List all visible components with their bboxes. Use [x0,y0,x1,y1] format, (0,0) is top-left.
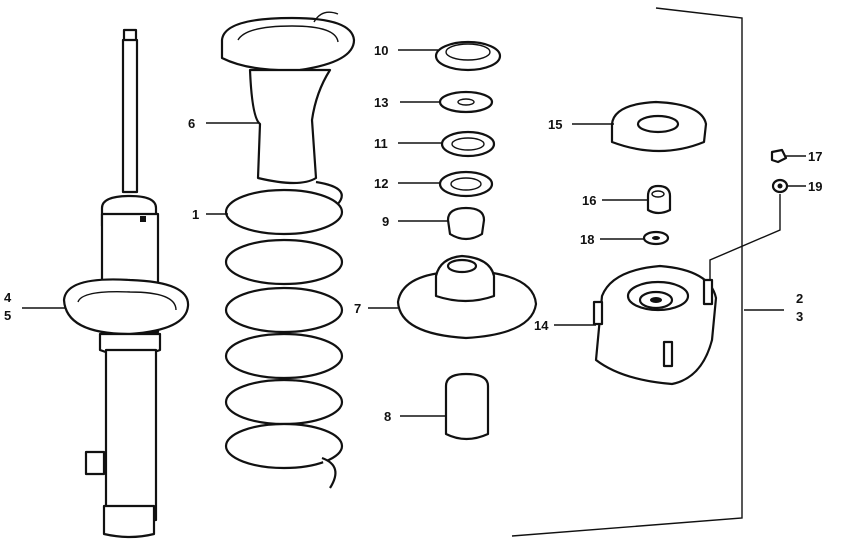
bump-stop-8 [444,372,490,441]
bearing-ring-10 [434,40,502,72]
label-8: 8 [384,409,391,424]
label-6: 6 [188,116,195,131]
thrust-bearing-11 [440,130,496,158]
part-labels: 6 1 4 5 7 8 10 13 11 12 9 15 16 18 14 2 … [4,43,822,424]
label-1: 1 [192,207,199,222]
label-4: 4 [4,290,12,305]
label-15: 15 [548,117,562,132]
label-12: 12 [374,176,388,191]
washer-18 [642,230,670,246]
label-16: 16 [582,193,596,208]
coil-spring [224,180,344,489]
label-7: 7 [354,301,361,316]
upper-mount-base-14 [592,264,718,386]
label-11: 11 [374,136,388,151]
washer-19 [771,178,789,194]
spring-seat-7 [396,254,538,340]
label-3: 3 [796,309,803,324]
label-13: 13 [374,95,388,110]
label-18: 18 [580,232,594,247]
label-2: 2 [796,291,803,306]
label-14: 14 [534,318,549,333]
install-path-line [709,194,781,280]
nut-17 [770,148,788,164]
label-17: 17 [808,149,822,164]
label-10: 10 [374,43,388,58]
label-19: 19 [808,179,822,194]
washer-12 [438,170,494,198]
dust-cover [220,11,356,185]
label-9: 9 [382,214,389,229]
mount-cap-15 [610,100,708,153]
kit-bracket [511,7,743,537]
leader-lines [22,49,806,417]
label-5: 5 [4,308,11,323]
bump-rubber-9 [446,206,486,241]
self-locking-nut-16 [646,184,672,215]
washer-13 [438,90,494,114]
shock-absorber-strut [62,28,190,539]
